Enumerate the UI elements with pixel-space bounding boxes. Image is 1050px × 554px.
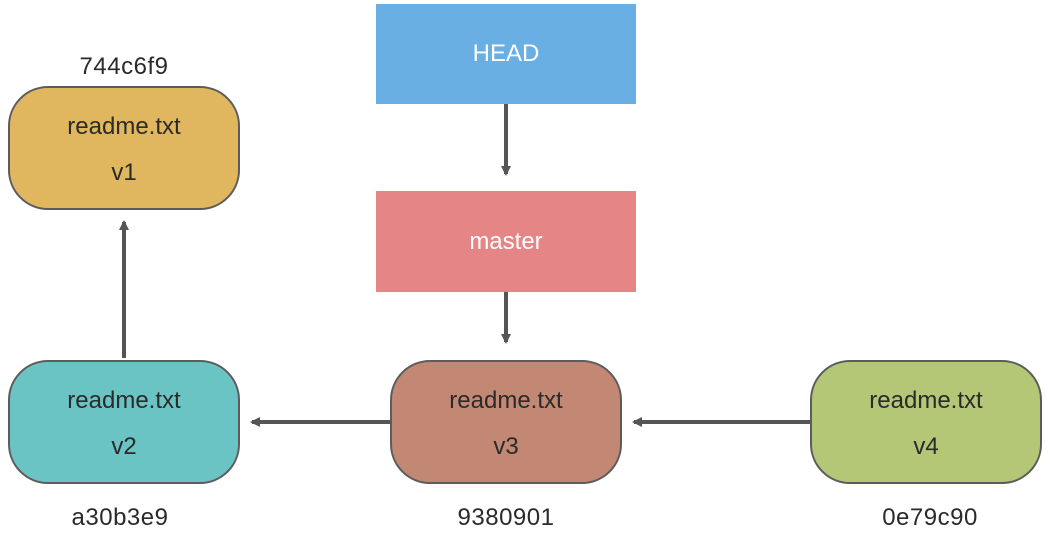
commit-file-name: readme.txt xyxy=(449,387,563,414)
commit-hash-v1: 744c6f9 xyxy=(79,53,169,80)
commit-node-v1: readme.txt v1 xyxy=(8,86,240,210)
head-ref-label: HEAD xyxy=(472,40,540,67)
commit-version: v4 xyxy=(913,433,939,460)
commit-node-v4: readme.txt v4 xyxy=(810,360,1042,484)
head-ref: HEAD xyxy=(376,4,636,104)
commit-file-name: readme.txt xyxy=(67,387,181,414)
commit-file-name: readme.txt xyxy=(67,113,181,140)
master-branch-label: master xyxy=(469,227,543,255)
commit-version: v1 xyxy=(111,159,137,186)
commit-node-v3: readme.txt v3 xyxy=(390,360,622,484)
commit-hash-v3: 9380901 xyxy=(457,504,555,531)
commit-version: v2 xyxy=(111,433,137,460)
commit-node-v2: readme.txt v2 xyxy=(8,360,240,484)
commit-hash-v4: 0e79c90 xyxy=(882,504,978,531)
commit-version: v3 xyxy=(493,433,519,460)
commit-hash-v2: a30b3e9 xyxy=(71,504,169,531)
commit-file-name: readme.txt xyxy=(869,387,983,414)
master-branch-ref: master xyxy=(376,191,636,292)
